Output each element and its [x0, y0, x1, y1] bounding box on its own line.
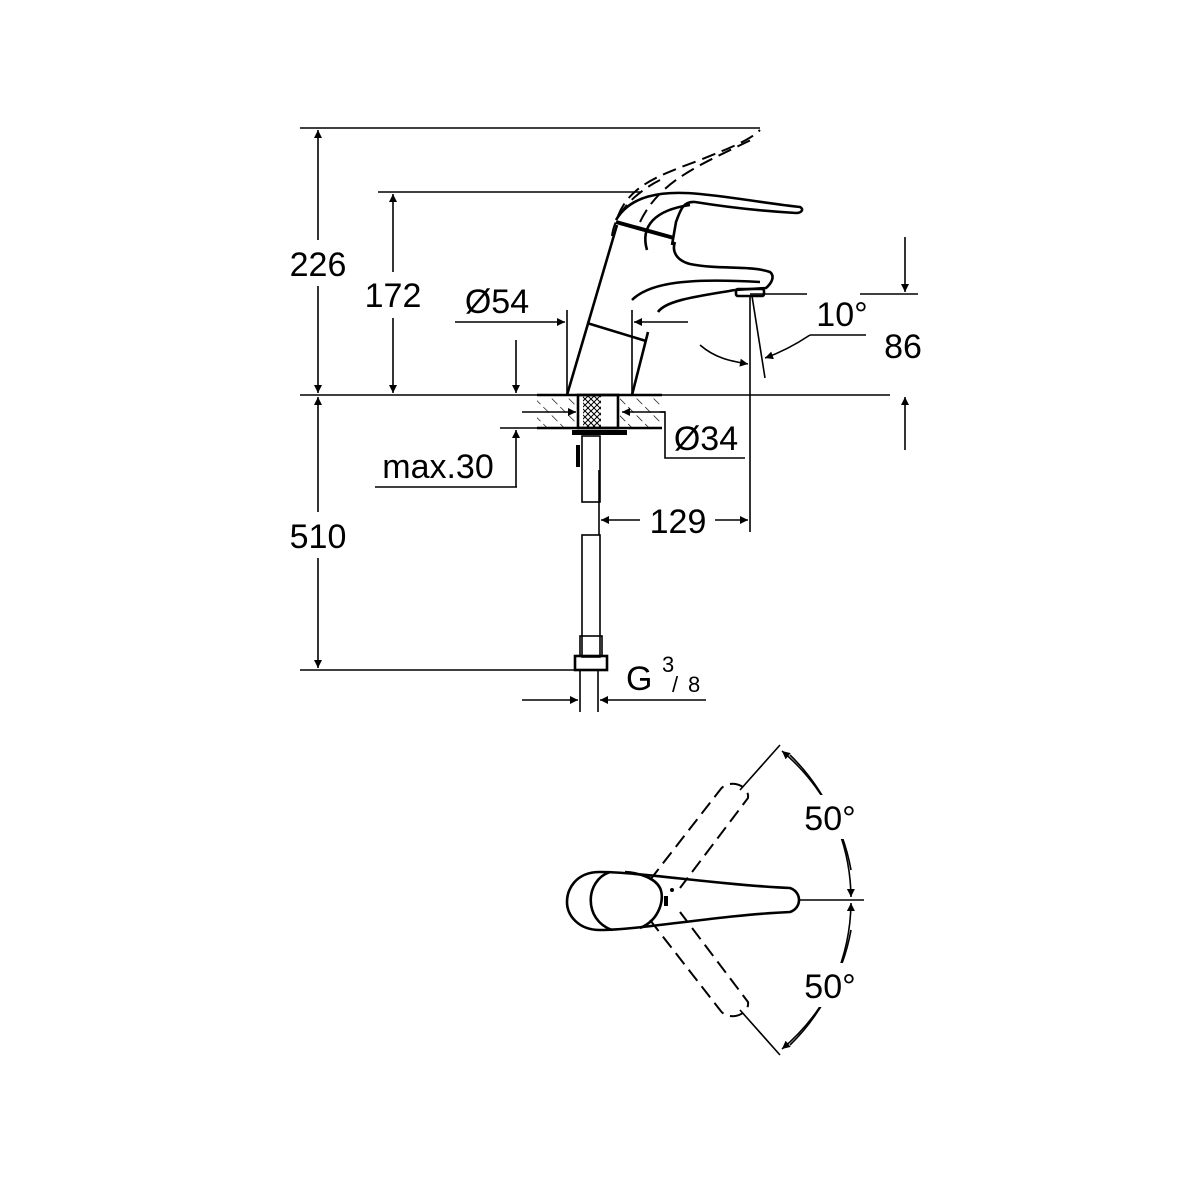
dimension-129: 129 [598, 470, 748, 541]
angle-label-down: 50° [804, 968, 855, 1006]
thread-label-denominator: 8 [688, 672, 700, 697]
dim-label-d34: Ø34 [674, 420, 738, 458]
dimension-hole-diameter: Ø34 [522, 408, 745, 459]
thread-label-g: G [626, 660, 652, 698]
dim-label-510: 510 [290, 518, 347, 556]
supply-hose [573, 435, 609, 672]
dim-label-172: 172 [365, 277, 422, 315]
dim-label-86: 86 [884, 328, 922, 366]
thread-label-numerator: 3 [662, 652, 674, 677]
dim-label-10deg: 10° [816, 296, 867, 334]
dim-label-226: 226 [290, 246, 347, 284]
dimension-spout-angle: 10° [699, 293, 868, 532]
angle-label-up: 50° [804, 800, 855, 838]
faucet-side-view [565, 129, 804, 396]
dimension-86: 86 [860, 237, 922, 450]
dimension-thread: G 3 / 8 [522, 652, 706, 712]
deck-section [537, 393, 662, 435]
dim-label-129: 129 [650, 503, 707, 541]
faucet-top-view: 50° 50° [565, 744, 866, 1056]
dimension-base-diameter: Ø54 [455, 283, 688, 395]
dimension-510: 510 [286, 397, 350, 668]
svg-text:/: / [672, 672, 679, 697]
dimension-max-30: max.30 [375, 340, 537, 488]
dim-label-d54: Ø54 [465, 283, 529, 321]
dimension-172: 172 [362, 194, 424, 393]
dimension-226: 226 [290, 130, 350, 393]
dim-label-max30: max.30 [382, 448, 494, 486]
